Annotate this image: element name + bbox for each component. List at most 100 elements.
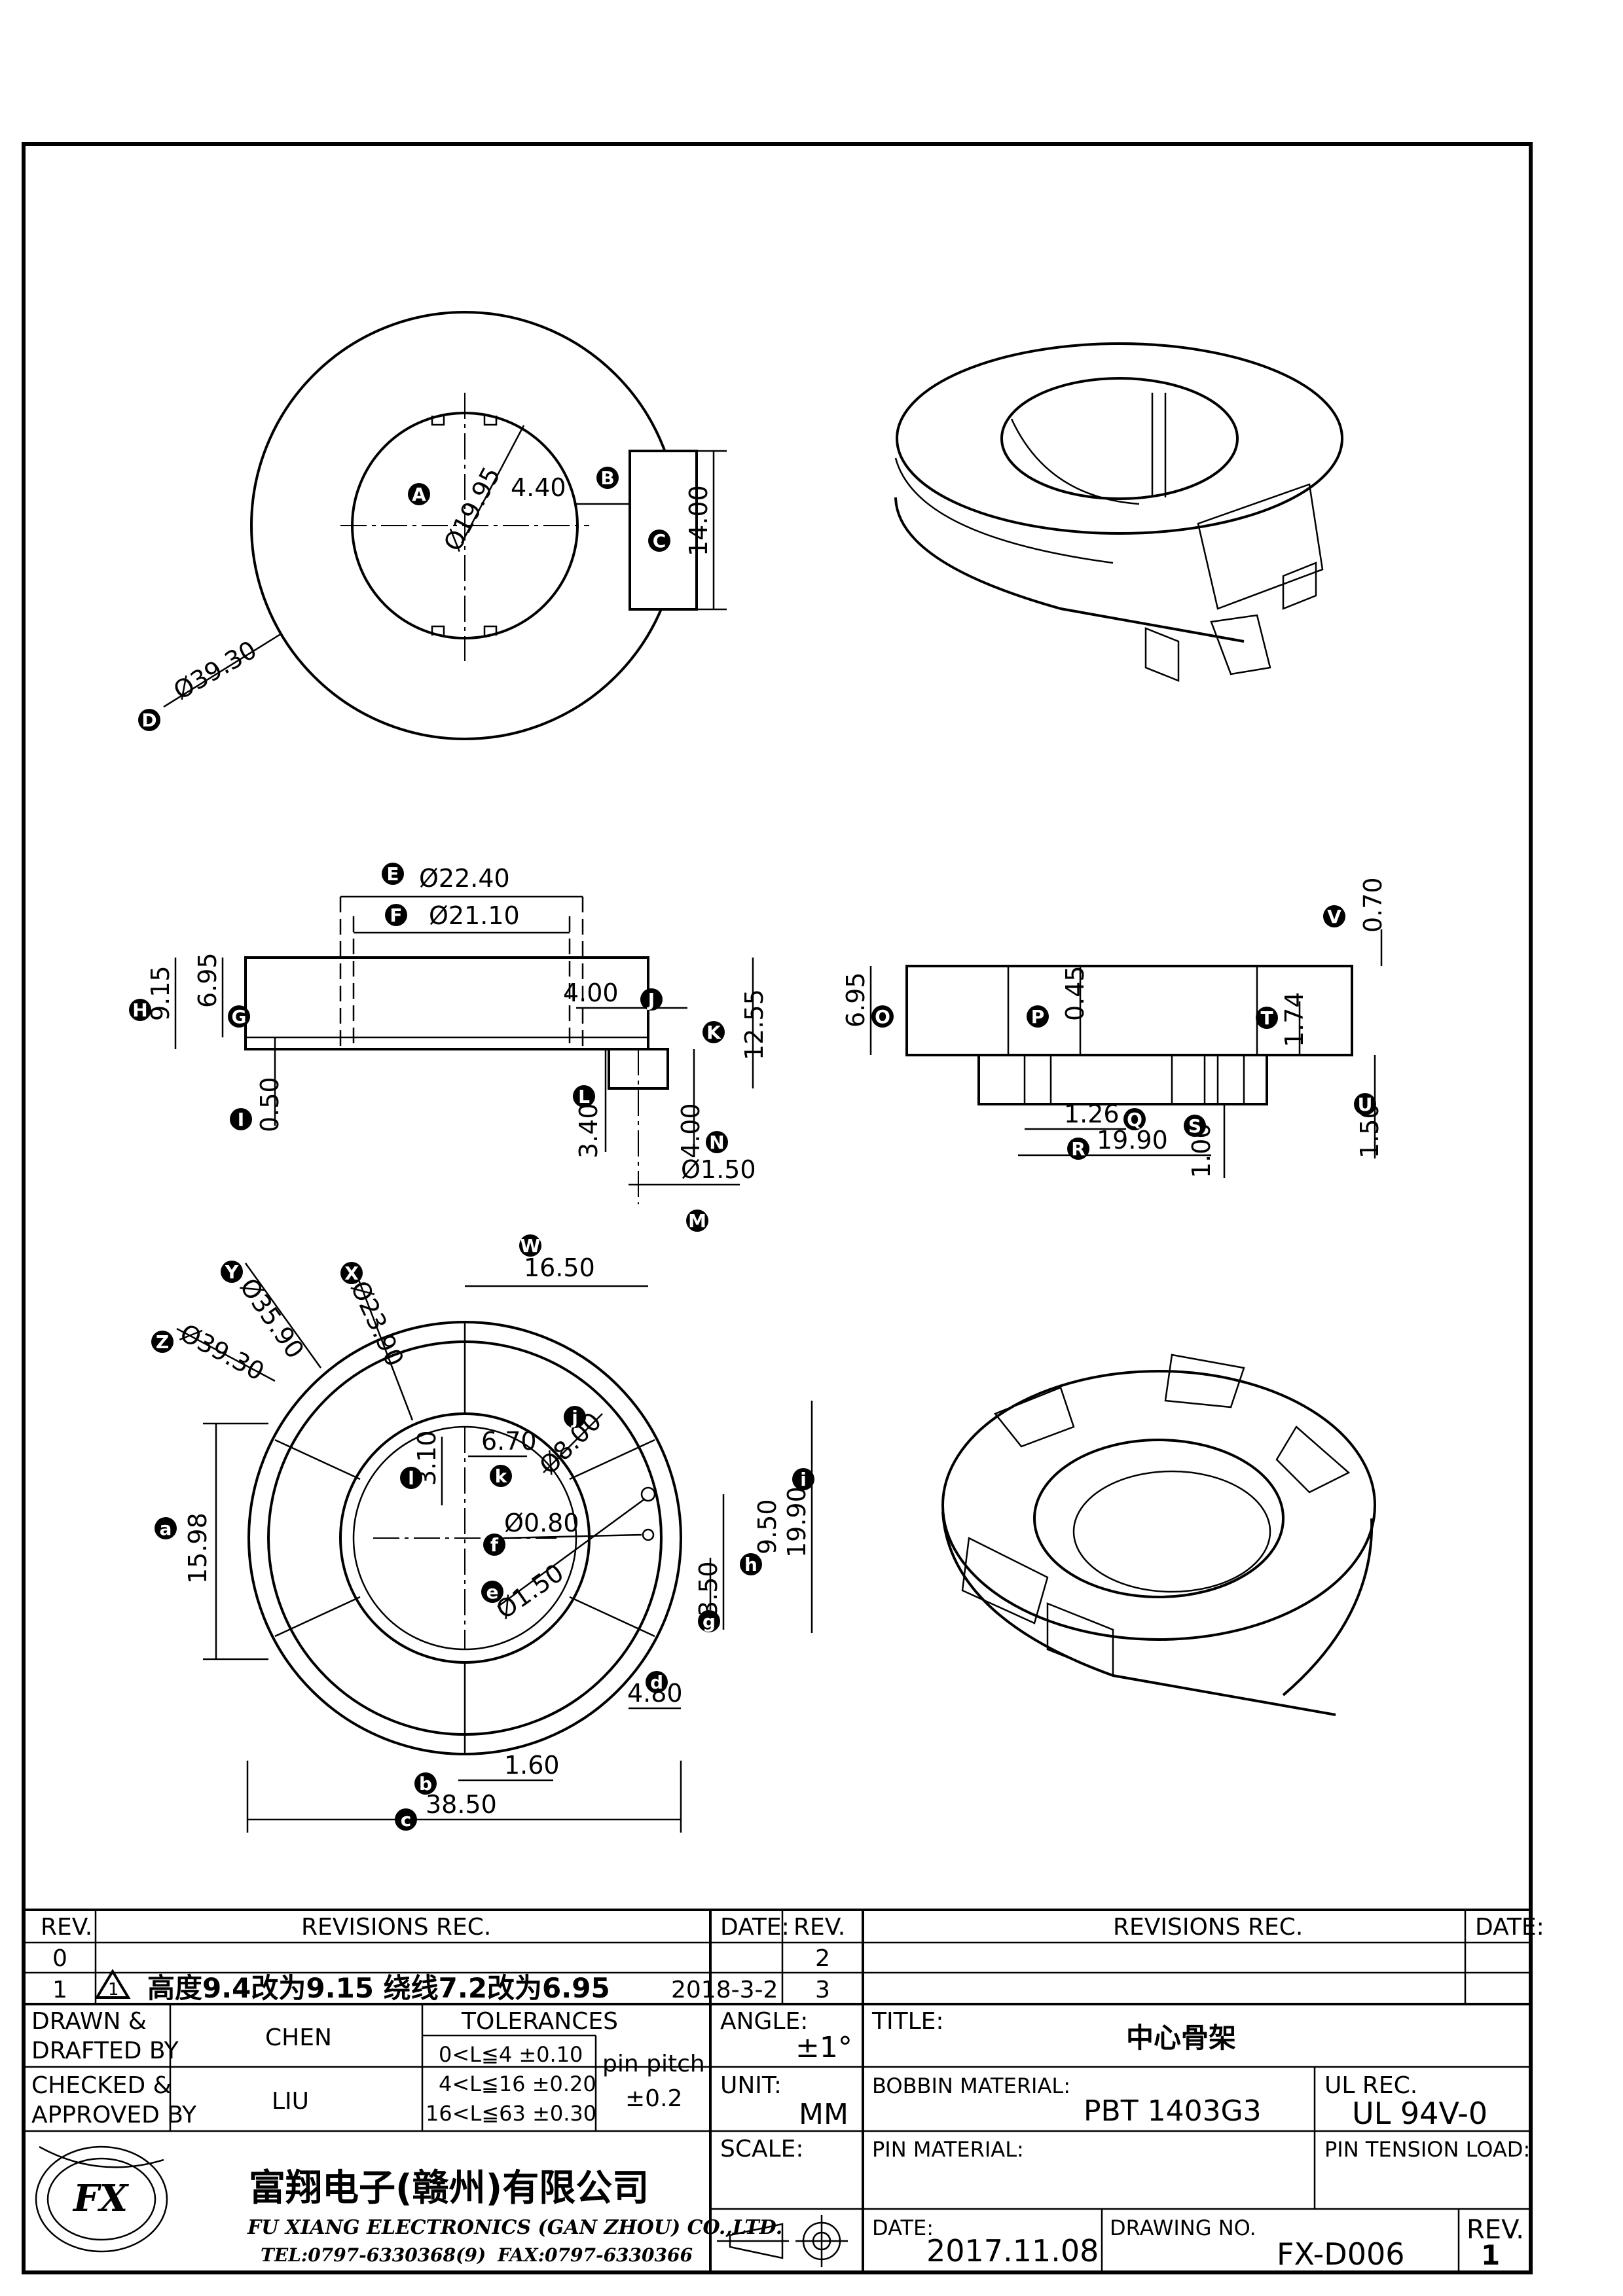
callout-T: T [1256, 1007, 1278, 1029]
callout-S: S [1184, 1115, 1206, 1137]
projection-symbol-icon [717, 2215, 848, 2267]
callout-b: b [414, 1772, 437, 1795]
dim-3-40: 3.40 [574, 1103, 603, 1158]
dim-4-40: 4.40 [511, 473, 566, 502]
drawing-no-label: DRAWING NO. [1110, 2215, 1256, 2240]
svg-text:O: O [875, 1006, 890, 1028]
svg-text:G: G [232, 1006, 247, 1028]
pin-pitch-label: pin pitch [602, 2051, 705, 2077]
front-view: 6.95 0.45 0.70 1.74 1.26 19.90 1.00 1.50… [841, 877, 1387, 1178]
dim-12-55: 12.55 [740, 989, 769, 1060]
dim-dia-19-95: Ø19.95 [438, 462, 506, 556]
callout-L: L [573, 1085, 595, 1107]
dim-dia-22-40: Ø22.40 [419, 864, 510, 893]
date-label: DATE: [872, 2215, 934, 2240]
revisions-header: REVISIONS REC. [301, 1914, 491, 1941]
svg-text:F: F [390, 905, 402, 926]
svg-text:N: N [709, 1132, 724, 1153]
callout-a: a [155, 1517, 177, 1539]
svg-text:H: H [132, 999, 147, 1021]
svg-text:X: X [344, 1263, 359, 1284]
title-value: 中心骨架 [1126, 2022, 1236, 2054]
svg-text:V: V [1327, 906, 1341, 927]
dim-1-26: 1.26 [1064, 1100, 1120, 1128]
svg-text:P: P [1031, 1006, 1045, 1028]
dim-3-50: 3.50 [694, 1561, 723, 1617]
callout-U: U [1354, 1093, 1376, 1115]
callout-C: C [648, 529, 670, 552]
drawing-no-value: FX-D006 [1277, 2236, 1405, 2272]
checked-label-2: APPROVED BY [31, 2102, 197, 2128]
svg-text:K: K [706, 1022, 721, 1043]
tol-3: 16<L≦63 ±0.30 [426, 2101, 596, 2126]
svg-text:U: U [1358, 1094, 1373, 1115]
dim-dia-23-90: Ø23.90 [345, 1276, 409, 1371]
callout-R: R [1067, 1138, 1089, 1160]
company-cn: 富翔电子(赣州)有限公司 [249, 2167, 649, 2210]
tol-1: 0<L≦4 ±0.10 [439, 2042, 583, 2067]
callout-F: F [385, 904, 407, 926]
svg-text:f: f [490, 1534, 499, 1556]
svg-text:S: S [1188, 1115, 1201, 1137]
revisions-header-2: REVISIONS REC. [1113, 1914, 1303, 1941]
callout-Z: Z [151, 1331, 173, 1353]
angle-value: ±1° [795, 2031, 852, 2064]
side-view: Ø22.40 Ø21.10 9.15 6.95 4.00 12.55 0.50 … [129, 863, 769, 1232]
callout-l: l [400, 1467, 422, 1489]
callout-D: D [138, 709, 160, 731]
svg-text:1: 1 [108, 1980, 119, 2000]
callout-B: B [596, 467, 619, 489]
dim-0-50: 0.50 [255, 1077, 284, 1132]
svg-text:k: k [495, 1465, 508, 1487]
dim-38-50: 38.50 [426, 1790, 497, 1819]
svg-text:L: L [578, 1086, 590, 1107]
dim-dia-39-30-b: Ø39.30 [175, 1318, 269, 1386]
dim-4-00-w: 4.00 [563, 978, 619, 1007]
callout-h: h [740, 1553, 762, 1575]
callout-H: H [129, 999, 151, 1021]
title-block: REV. REVISIONS REC. DATE: REV. REVISIONS… [24, 1909, 1544, 2272]
rev-row-0: 0 [52, 1945, 67, 1972]
bobbin-material-label: BOBBIN MATERIAL: [872, 2073, 1070, 2098]
svg-text:h: h [744, 1554, 757, 1575]
dim-0-45: 0.45 [1061, 965, 1089, 1021]
date-header: DATE: [720, 1914, 790, 1941]
callout-g: g [698, 1610, 720, 1632]
callout-O: O [871, 1005, 894, 1028]
date-header-2: DATE: [1475, 1914, 1544, 1941]
rev-row-1: 1 [52, 1977, 67, 2003]
unit-value: MM [799, 2098, 848, 2131]
date-value: 2017.11.08 [926, 2233, 1099, 2269]
svg-text:Y: Y [225, 1261, 239, 1283]
svg-text:D: D [141, 709, 156, 731]
ul-value: UL 94V-0 [1352, 2096, 1487, 2131]
svg-text:b: b [419, 1773, 432, 1795]
svg-text:J: J [647, 989, 655, 1011]
checked-by: LIU [272, 2088, 309, 2115]
svg-text:a: a [160, 1518, 172, 1539]
dim-front-19-90: 19.90 [1097, 1126, 1168, 1155]
drawn-label-2: DRAFTED BY [31, 2037, 179, 2064]
svg-text:A: A [412, 484, 426, 505]
pin-pitch-value: ±0.2 [625, 2085, 682, 2112]
checked-label-1: CHECKED & [31, 2072, 172, 2099]
dim-1-74: 1.74 [1280, 992, 1309, 1047]
svg-text:T: T [1260, 1007, 1273, 1029]
callout-I: I [230, 1108, 252, 1130]
svg-text:g: g [702, 1611, 716, 1632]
callout-J: J [640, 988, 663, 1011]
svg-text:e: e [486, 1581, 499, 1603]
ul-label: UL REC. [1324, 2072, 1417, 2099]
svg-text:j: j [571, 1407, 578, 1428]
dim-6-95: 6.95 [193, 952, 222, 1008]
svg-text:l: l [408, 1467, 414, 1489]
company-fax: FAX:0797-6330366 [497, 2244, 693, 2266]
dim-9-50: 9.50 [753, 1499, 782, 1554]
svg-text:c: c [401, 1809, 412, 1831]
date-row-1: 2018-3-2 [671, 1977, 778, 2003]
dim-1-60: 1.60 [504, 1751, 560, 1780]
svg-text:i: i [800, 1469, 807, 1490]
rev-value: 1 [1481, 2239, 1500, 2271]
callout-K: K [702, 1021, 725, 1043]
